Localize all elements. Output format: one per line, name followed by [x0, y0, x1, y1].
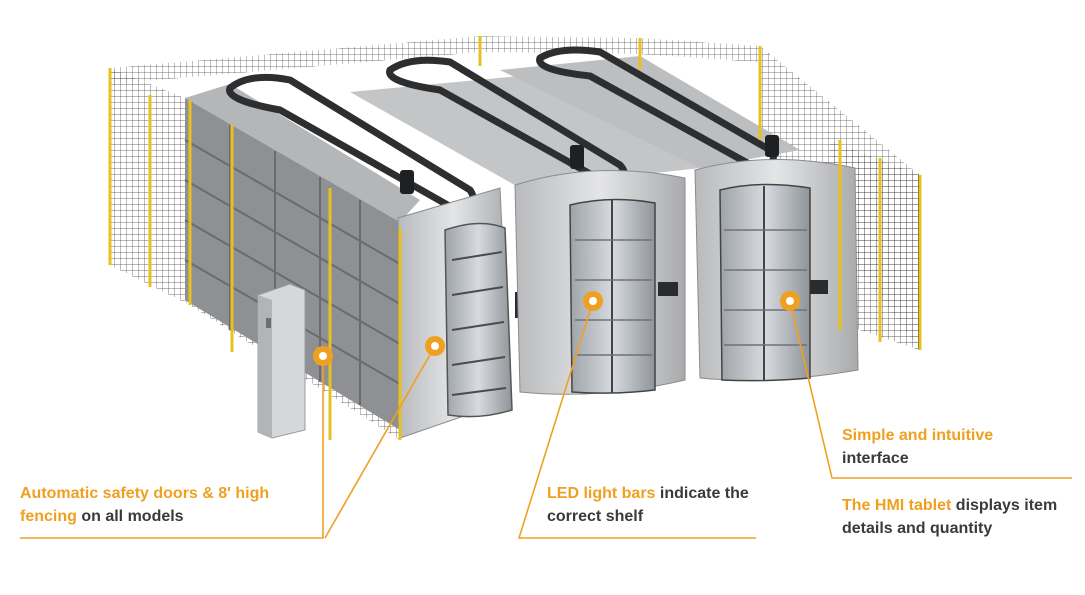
- control-cabinet-icon: [257, 283, 306, 439]
- callout-hmi-tablet: The HMI tablet displays item details and…: [842, 494, 1082, 540]
- hmi-tablet-icon: [810, 280, 828, 294]
- callout-leaders: [20, 300, 1072, 539]
- callout-safety-doors: Automatic safety doors & 8' high fencing…: [20, 482, 320, 528]
- callout-led-light-bars: LED light bars indicate the correct shel…: [547, 482, 787, 528]
- carousel-unit-right: [694, 158, 859, 382]
- carousel-unit-middle: [514, 169, 686, 395]
- callout-marker-icon: [780, 291, 800, 311]
- callout-highlight: The HMI tablet: [842, 497, 952, 514]
- callout-rest: displays item details and quantity: [842, 497, 1058, 537]
- callout-highlight: Simple and intuitive: [842, 427, 994, 444]
- callout-marker-icon: [313, 346, 333, 366]
- carousel-unit-left: [397, 187, 527, 439]
- callout-markers: [313, 291, 800, 366]
- callout-rest: indicate the correct shelf: [547, 485, 749, 525]
- carousel-motors: [400, 135, 779, 194]
- callout-rest: on all models: [76, 508, 184, 525]
- callout-highlight: LED light bars: [547, 485, 656, 502]
- callout-highlight: Automatic safety doors & 8' high fencing: [20, 485, 270, 525]
- hmi-tablet-icon: [658, 282, 678, 296]
- callout-rest: interface: [842, 450, 909, 467]
- callout-marker-icon: [583, 291, 603, 311]
- callout-marker-icon: [425, 336, 445, 356]
- callout-simple-interface: Simple and intuitive interface: [842, 424, 1072, 470]
- fence-posts: [108, 36, 922, 440]
